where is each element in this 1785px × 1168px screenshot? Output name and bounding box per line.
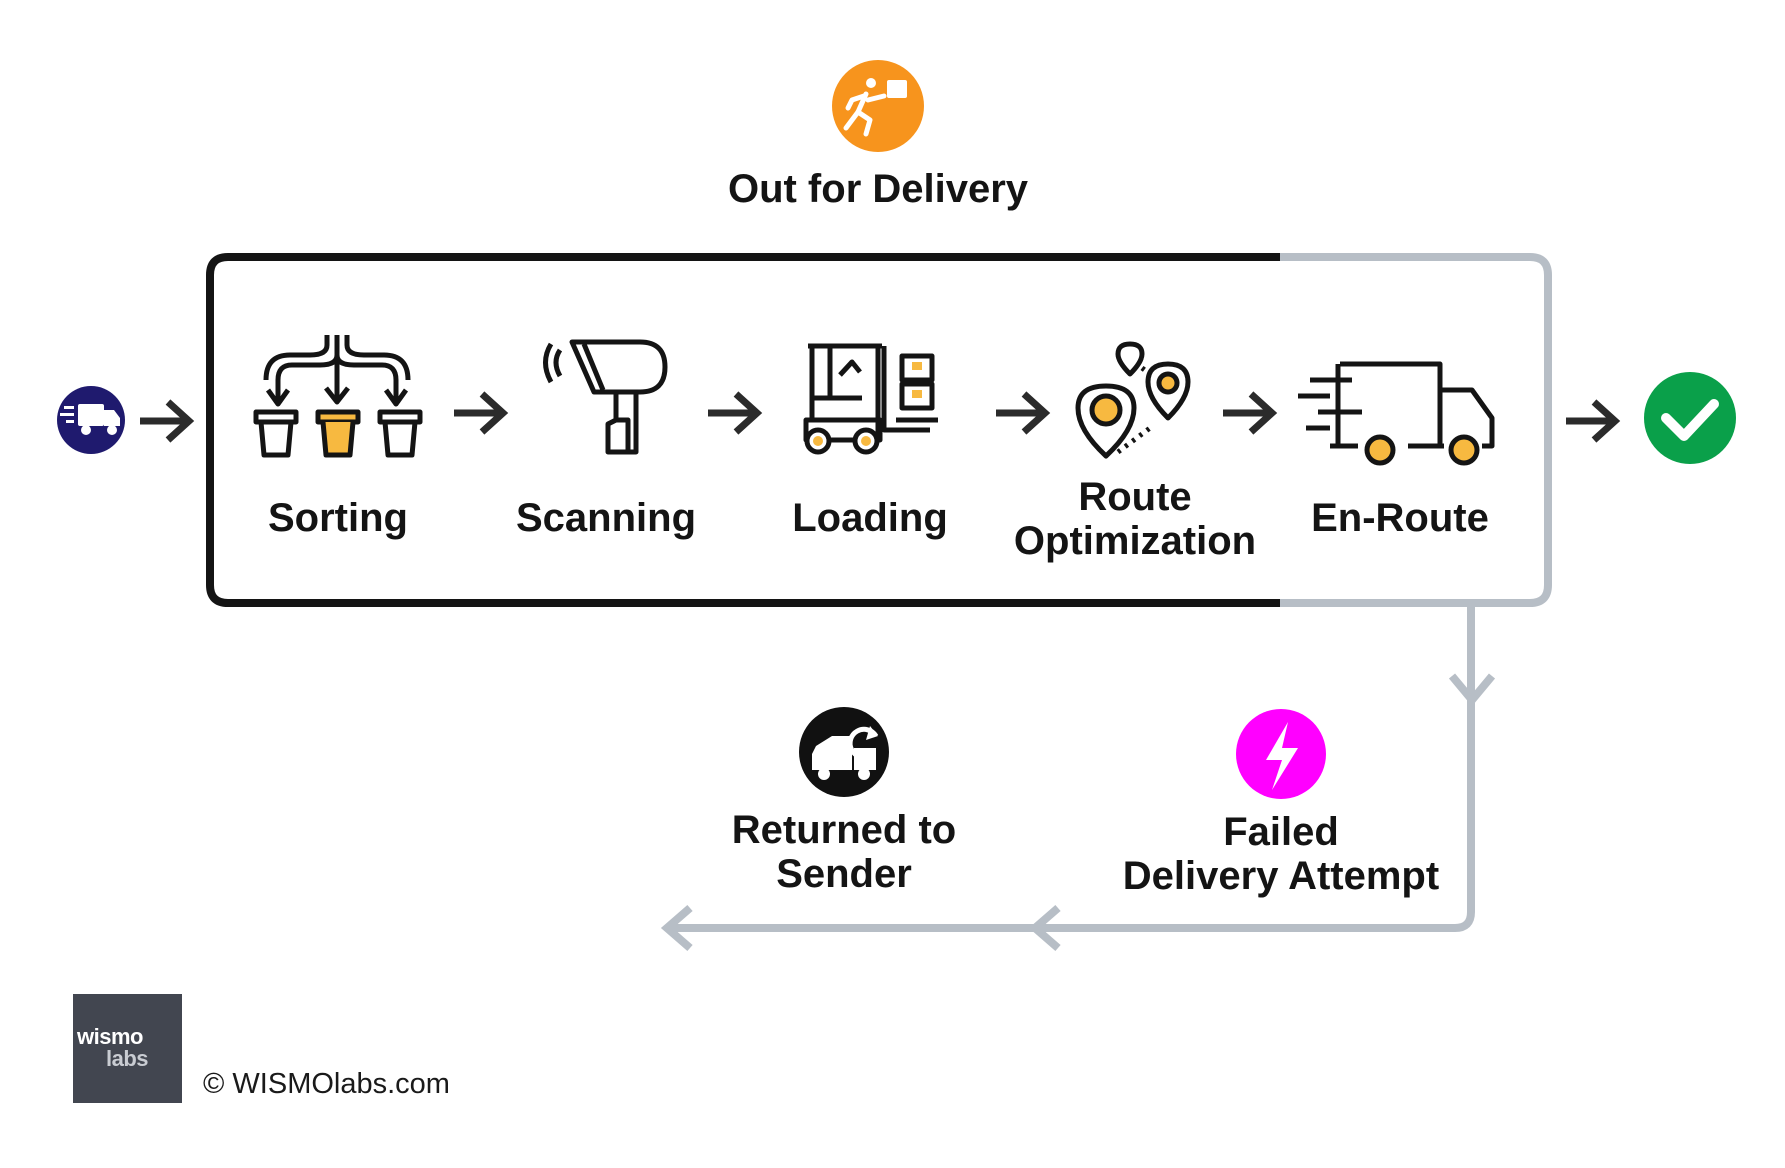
copyright-text: © WISMOlabs.com (203, 1068, 450, 1100)
courier-icon-circle (832, 60, 924, 152)
arrow-icon (996, 391, 1051, 435)
lightning-icon (1236, 709, 1326, 799)
map-pins-icon (1075, 341, 1191, 459)
wismolabs-logo: wismo labs (73, 994, 182, 1103)
step-label-route-optimization: Route Optimization (1013, 475, 1257, 563)
delivery-truck-icon (57, 386, 125, 454)
process-box-black-segment (206, 253, 1280, 607)
arrow-icon (140, 399, 195, 443)
running-courier-icon (832, 60, 924, 152)
arrow-icon (454, 391, 509, 435)
checkmark-icon (1644, 372, 1736, 464)
barcode-scanner-icon (543, 339, 668, 455)
arrow-icon (708, 391, 763, 435)
step-label-en-route: En-Route (1311, 496, 1489, 540)
arrow-icon (1223, 391, 1278, 435)
exception-left-arrowhead-2 (660, 904, 693, 952)
return-truck-icon (799, 707, 889, 797)
out-for-delivery-label: Out for Delivery (727, 167, 1029, 211)
failed-delivery-label: Failed Delivery Attempt (1122, 810, 1440, 898)
moving-truck-icon (1298, 361, 1495, 466)
sorting-bins-icon (253, 335, 423, 458)
end-icon-circle (1644, 372, 1736, 464)
step-label-loading: Loading (792, 496, 948, 540)
forklift-icon (803, 343, 938, 455)
exception-down-arrowhead (1448, 673, 1496, 707)
returned-to-sender-label: Returned to Sender (731, 808, 957, 896)
exception-path-line (668, 603, 1475, 932)
exception-left-arrowhead-1 (1028, 904, 1061, 952)
arrow-icon (1566, 399, 1621, 443)
process-box-grey-segment (1280, 253, 1552, 607)
step-label-sorting: Sorting (268, 496, 408, 540)
step-label-scanning: Scanning (515, 496, 697, 540)
